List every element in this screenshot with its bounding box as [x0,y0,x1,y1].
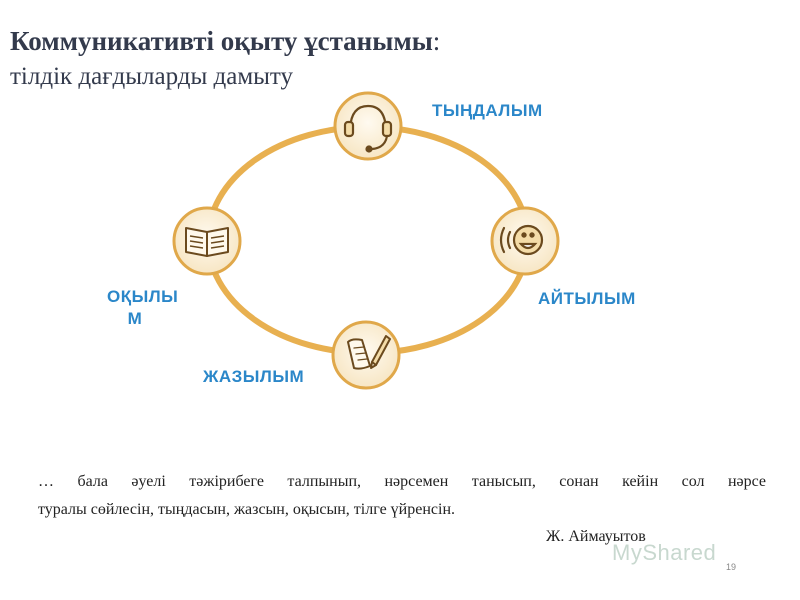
speaking-face-icon [499,224,544,256]
node-speaking [490,206,560,276]
quote-line-2: туралы сөйлесін, тыңдасын, жазсын, оқысы… [38,501,456,518]
quote-author: Ж. Аймауытов [546,528,646,545]
center-panel [254,182,488,306]
skill-label-speaking: АЙТЫЛЫМ [538,289,636,308]
node-writing [331,320,401,390]
skill-label-listening: ТЫҢДАЛЫМ [432,101,543,120]
title-colon: : [432,26,441,56]
watermark: MyShared [612,540,717,565]
skill-label-writing: ЖАЗЫЛЫМ [203,367,305,386]
skill-label-reading-line1: ОҚЫЛЫ [107,287,179,306]
quote-line-1: … бала әуелі тәжірибеге талпынып, нәрсем… [38,473,766,490]
open-book-icon [185,227,229,257]
skill-label-reading-line2: М [127,309,143,328]
headset-icon [343,104,393,153]
node-listening [333,91,403,161]
paper-pen-icon [347,335,391,370]
page-subtitle: тілдік дағдыларды дамыту [10,63,294,90]
node-reading [172,206,242,276]
page-number: 19 [726,562,737,572]
page-title: Коммуникативті оқыту ұстанымы: [10,26,440,57]
skill-label-reading: ОҚЫЛЫ М [107,286,179,330]
title-text: Коммуникативті оқыту ұстанымы [10,26,433,56]
